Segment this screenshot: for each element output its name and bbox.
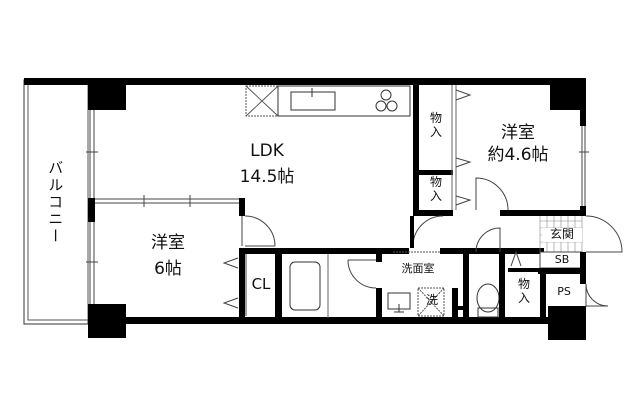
washer-label: 洗	[425, 293, 438, 307]
wash-basin	[387, 292, 411, 313]
closet-door-markers	[222, 257, 239, 309]
shoe-box-label: SB	[554, 253, 570, 266]
storage-door-markers	[455, 89, 472, 206]
column-ne	[550, 78, 586, 110]
outer-wall-bottom	[92, 317, 548, 324]
western-room-1-name: 洋室	[151, 233, 185, 253]
ldk-label: LDK 14.5帖	[232, 141, 302, 187]
western-room-1-label: 洋室 6帖	[138, 233, 198, 279]
pipe-space-label: PS	[557, 285, 571, 298]
partition-ldk-room1	[95, 195, 245, 216]
storage-1-label: 物 入	[429, 111, 442, 139]
storage-3-label: 物 入	[517, 277, 530, 305]
column-se	[548, 306, 586, 340]
ldk-hall-door	[412, 215, 444, 247]
balcony-label: バルコニー	[46, 160, 65, 245]
wall-room1-east	[239, 248, 245, 318]
outer-wall-east	[580, 110, 586, 126]
western-room-2-label: 洋室 約4.6帖	[478, 123, 558, 165]
washroom-label: 洗面室	[401, 262, 435, 275]
outer-wall-top	[24, 78, 580, 85]
ps-door	[585, 283, 609, 307]
column-sw	[88, 304, 126, 338]
ldk-size: 14.5帖	[239, 166, 295, 187]
column-nw	[88, 78, 126, 110]
wall-washroom-toilet	[463, 252, 469, 320]
western-room-1-size: 6帖	[154, 258, 182, 279]
wall-wet-top	[239, 248, 409, 254]
room1-door	[241, 215, 276, 247]
storage-2-label: 物 入	[429, 175, 442, 203]
ldk-name: LDK	[250, 141, 284, 161]
wall-bath-washroom	[376, 254, 382, 262]
toilet-door	[475, 227, 501, 253]
west-window	[86, 110, 98, 304]
washing-machine-pan	[417, 287, 445, 317]
entrance-door	[585, 215, 623, 253]
kitchen-counter	[245, 85, 411, 117]
closet-label: CL	[251, 275, 271, 293]
wall-closet-bath	[275, 252, 282, 320]
bathtub	[289, 261, 321, 311]
bath-door	[347, 259, 377, 289]
wall-ldk-storage	[413, 85, 419, 215]
toilet	[476, 283, 500, 318]
western-room-2-name: 洋室	[501, 123, 535, 143]
western-room-2-size: 約4.6帖	[487, 144, 549, 165]
room2-door	[475, 177, 509, 211]
storage3-marker	[510, 250, 522, 267]
entrance-label: 玄関	[542, 227, 582, 242]
